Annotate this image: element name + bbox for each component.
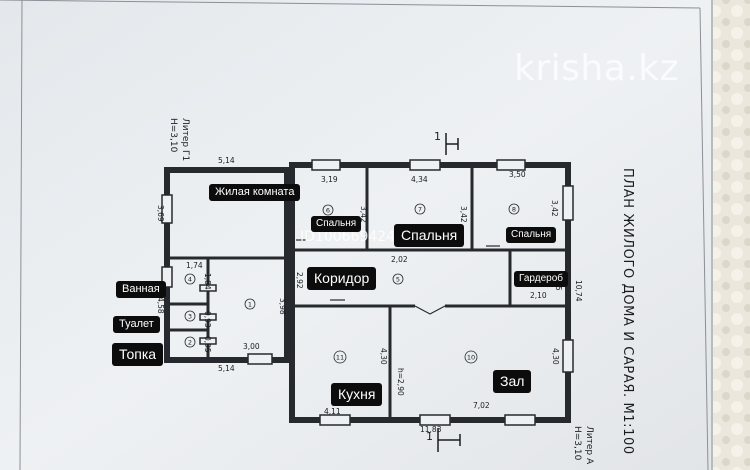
- dim-shed-bottom: 5,14: [218, 364, 235, 373]
- room-number-11: 11: [336, 354, 344, 362]
- label-furnace: Топка: [112, 343, 164, 366]
- plan-title: ПЛАН ЖИЛОГО ДОМА И САРАЯ. М1:100: [620, 168, 635, 455]
- dim-kitchen-width: 4,11: [324, 407, 341, 416]
- dim-rooms-height-2: 3,42: [459, 206, 468, 223]
- dim-toilet-height: 0,93: [203, 311, 212, 328]
- dim-kitchen-height: 4,30: [379, 348, 388, 365]
- dim-passage-width: 2,92: [295, 272, 304, 289]
- label-living-room: Жилая комната: [209, 184, 301, 202]
- dim-bath-height: 1,84: [203, 273, 212, 290]
- label-bedroom-8: Спальня: [506, 227, 557, 243]
- room-number-2: 2: [188, 339, 192, 347]
- shed-outline: [164, 167, 290, 363]
- dim-shed-left-low: 4,58: [156, 297, 165, 314]
- dim-hall-height: 4,30: [551, 348, 560, 365]
- dim-shed-left: 3,69: [156, 205, 165, 222]
- label-bedroom-7: Спальня: [394, 224, 465, 247]
- dim-shed-room-width: 3,00: [243, 342, 260, 351]
- section-cut-marks: [437, 133, 461, 452]
- section-mark-top: 1: [434, 130, 441, 143]
- house-doors: [296, 239, 500, 315]
- dim-kitchen-ceiling: h=2,90: [396, 368, 405, 396]
- liter-g1-height: H=3,10: [168, 118, 178, 153]
- room-number-6: 6: [326, 207, 330, 215]
- label-bedroom-6: Спальня: [311, 216, 362, 232]
- dim-room7-width: 4,34: [411, 175, 428, 184]
- room-number-3: 3: [188, 313, 192, 321]
- section-mark-bottom: 1: [426, 430, 433, 443]
- dim-room8-width: 3,50: [509, 170, 526, 179]
- label-toilet: Туалет: [113, 316, 160, 334]
- label-hall: Зал: [493, 370, 532, 393]
- liter-a-caption: Литер А: [584, 426, 594, 465]
- room-number-10: 10: [467, 354, 475, 362]
- listing-id-watermark: ID1006694248: [300, 229, 404, 245]
- liter-a-height: H=3,10: [572, 426, 582, 461]
- dim-shed-top: 5,14: [218, 156, 235, 165]
- label-bathroom: Ванная: [116, 281, 166, 299]
- liter-g1-caption: Литер Г1: [180, 118, 190, 161]
- krisha-watermark: krisha.kz: [514, 48, 679, 89]
- room-number-1: 1: [248, 301, 252, 309]
- dim-wardrobe-width: 2,10: [530, 291, 547, 300]
- room-number-8: 8: [512, 206, 516, 214]
- room-number-circles: [184, 203, 520, 364]
- dim-rooms-height-1: 3,42: [359, 206, 368, 223]
- dim-house-right: 10,74: [574, 280, 583, 302]
- room-number-5: 5: [396, 276, 400, 284]
- shed-openings: [161, 194, 273, 365]
- dim-corridor-height: 2,02: [391, 255, 408, 264]
- label-kitchen: Кухня: [331, 383, 383, 406]
- house-windows: [311, 159, 574, 426]
- house-inner-walls: [292, 165, 568, 420]
- label-corridor: Коридор: [307, 267, 377, 290]
- dim-furnace-height: 0,95: [203, 336, 212, 353]
- dim-shed-room-height: 3,98: [278, 298, 287, 315]
- room-number-7: 7: [418, 206, 422, 214]
- dim-hall-width: 7,02: [473, 401, 490, 410]
- dim-room6-width: 3,19: [321, 175, 338, 184]
- frame-border: [0, 0, 709, 470]
- label-wardrobe: Гардероб: [514, 271, 568, 287]
- dim-house-bottom: 11,83: [420, 425, 442, 434]
- dim-bath-width: 1,74: [186, 261, 203, 270]
- dim-rooms-height-3: 3,42: [550, 200, 559, 217]
- room-number-4: 4: [188, 276, 192, 284]
